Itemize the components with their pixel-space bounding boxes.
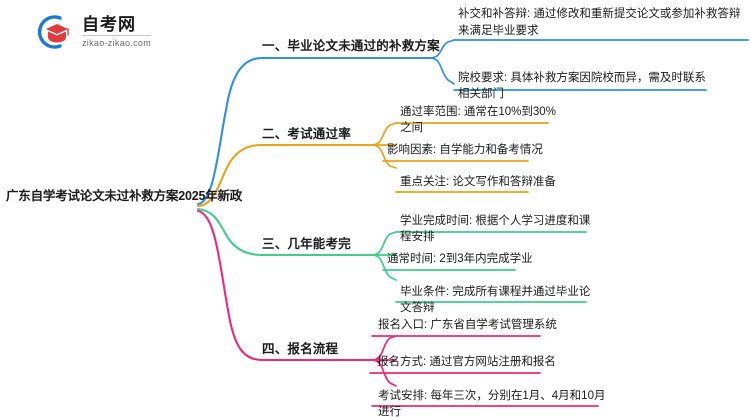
- branch-label-4[interactable]: 四、报名流程: [262, 342, 339, 356]
- leaf-3-2[interactable]: 通常时间: 2到3年内完成学业: [387, 253, 533, 265]
- leaf-1-1[interactable]: 补交和补答辩: 通过修改和重新提交论文或参加补救答辩来满足毕业要求: [458, 8, 741, 37]
- leaf-1-2[interactable]: 院校要求: 具体补救方案因院校而异，需及时联系相关部门: [458, 72, 706, 100]
- branch-4-main-wire: [196, 209, 374, 362]
- root-topic[interactable]: 广东自学考试论文未过补救方案2025年新政: [6, 189, 243, 203]
- leaf-4-3[interactable]: 考试安排: 每年三次，分别在1月、4月和10月进行: [378, 390, 606, 418]
- leaf-2-2[interactable]: 影响因素: 自学能力和备考情况: [387, 144, 543, 156]
- leaf-3-3[interactable]: 毕业条件: 完成所有课程并通过毕业论文答辩: [400, 286, 591, 314]
- site-logo: 自考网 zikao-zikao.com: [30, 12, 152, 52]
- connector-wires: [196, 39, 749, 407]
- leaf-4-2[interactable]: 报名方式: 通过官方网站注册和报名: [377, 356, 556, 368]
- branch-label-3[interactable]: 三、几年能考完: [262, 237, 351, 251]
- logo-brand-cn: 自考网: [82, 15, 152, 36]
- leaf-2-3[interactable]: 重点关注: 论文写作和答辩准备: [400, 176, 556, 188]
- logo-brand-url: zikao-zikao.com: [82, 37, 152, 48]
- leaf-2-1[interactable]: 通过率范围: 通常在10%到30%之间: [400, 106, 556, 134]
- leaf-3-1[interactable]: 学业完成时间: 根据个人学习进度和课程安排: [400, 215, 591, 243]
- zikao-logo-icon: [30, 12, 74, 52]
- mindmap-canvas: 自考网 zikao-zikao.com: [6, 8, 749, 418]
- branch-label-2[interactable]: 二、考试通过率: [262, 127, 351, 141]
- leaf-4-1[interactable]: 报名入口: 广东省自学考试管理系统: [378, 319, 557, 331]
- branch-1-fork-down: [429, 57, 455, 85]
- branch-label-1[interactable]: 一、毕业论文未通过的补救方案: [262, 39, 440, 53]
- logo-text-block: 自考网 zikao-zikao.com: [80, 15, 152, 50]
